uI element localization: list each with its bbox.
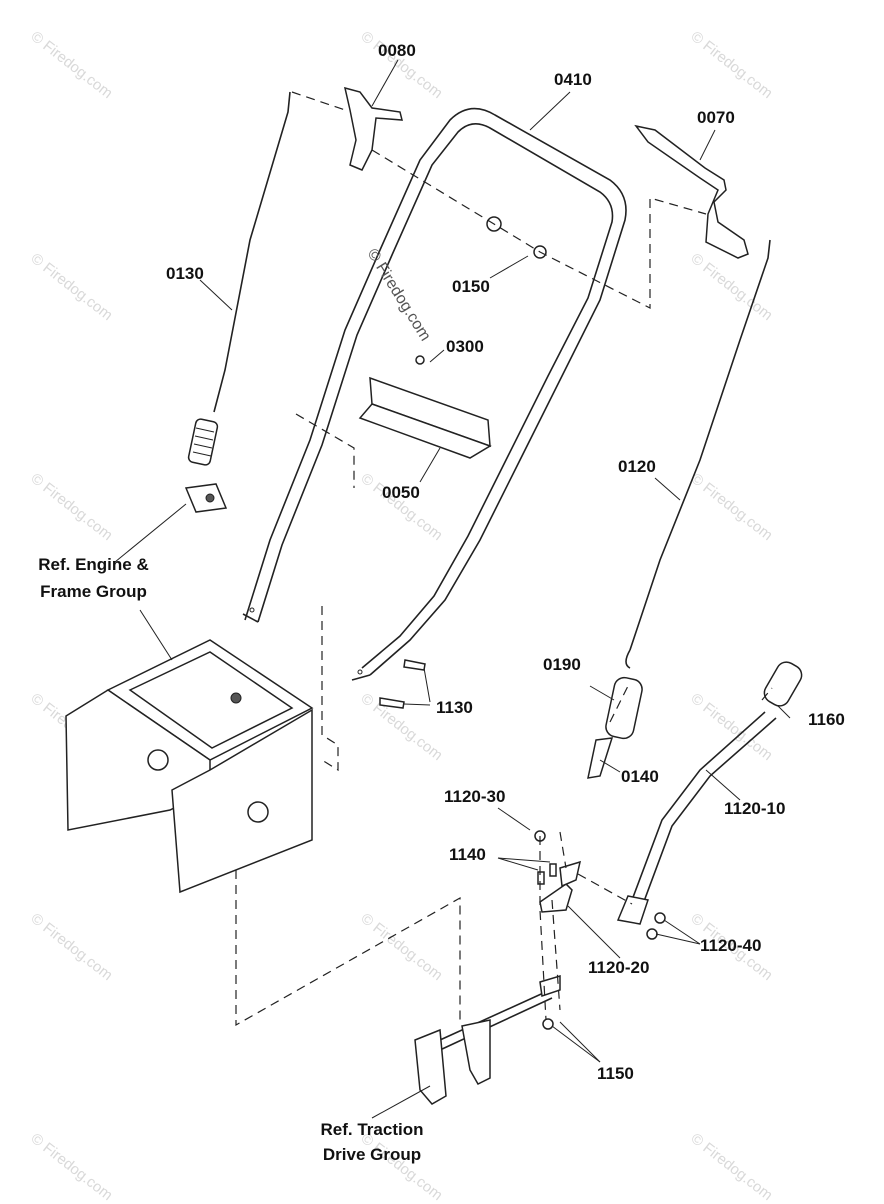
part-label-0050: 0050: [382, 483, 420, 502]
part-label-1150: 1150: [597, 1064, 634, 1083]
parts-0190-0140: [587, 676, 643, 779]
frame-group: [65, 639, 314, 894]
traction-drive-assembly: [414, 974, 561, 1105]
part-label-0080: 0080: [378, 41, 416, 60]
part-label-0190: 0190: [543, 655, 581, 674]
ref-engine-frame-line2: Frame Group: [40, 582, 147, 601]
lever-0070: [634, 124, 749, 259]
part-label-0140: 0140: [621, 767, 659, 786]
part-label-1120-20: 1120-20: [588, 958, 650, 977]
ref-traction-drive-line1: Ref. Traction: [320, 1120, 424, 1139]
lever-1120-10: [616, 661, 803, 925]
bracket-1120-20: [534, 830, 666, 940]
ref-engine-frame-line1: Ref. Engine &: [38, 555, 149, 574]
part-label-1140: 1140: [449, 845, 486, 864]
bolts-1130: [379, 659, 426, 709]
part-label-0300: 0300: [446, 337, 484, 356]
part-label-0410: 0410: [554, 70, 592, 89]
bracket-0080: [343, 86, 403, 171]
part-label-0070: 0070: [697, 108, 735, 127]
part-label-1160: 1160: [808, 710, 845, 729]
part-label-0150: 0150: [452, 277, 490, 296]
handle-0410: [242, 107, 627, 681]
ref-traction-drive-line2: Drive Group: [322, 1145, 422, 1164]
cable-0130: [187, 91, 291, 466]
part-label-0120: 0120: [618, 457, 656, 476]
bracket-engine-ref: [184, 483, 228, 513]
leader-lines: [114, 59, 791, 1119]
cable-0120: [625, 239, 771, 669]
panel-0050: [358, 355, 492, 459]
dashed-connectors: [235, 91, 773, 1027]
part-label-1120-30: 1120-30: [444, 787, 506, 806]
part-label-1120-10: 1120-10: [724, 799, 786, 818]
part-label-1120-40: 1120-40: [700, 936, 762, 955]
part-label-1130: 1130: [436, 698, 473, 717]
part-label-0130: 0130: [166, 264, 204, 283]
